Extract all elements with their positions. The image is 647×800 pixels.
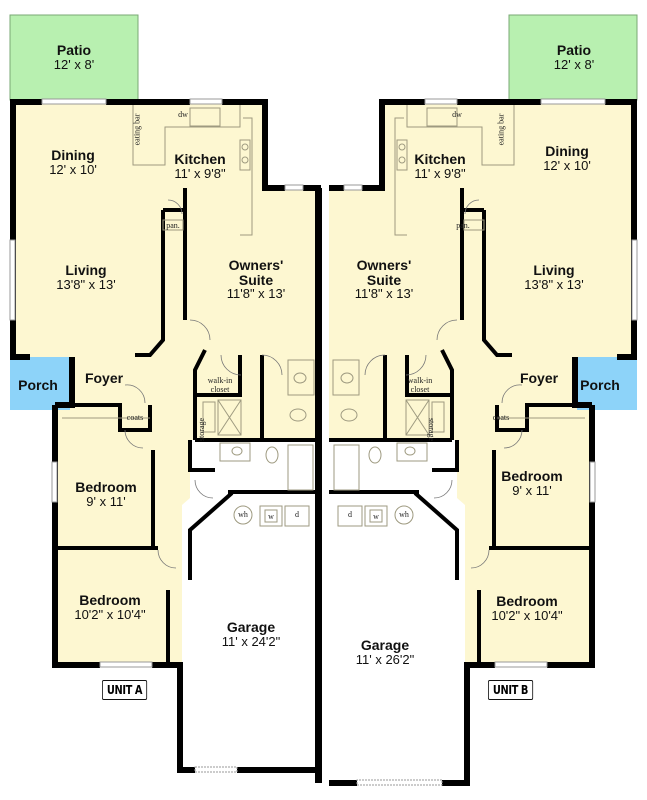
dw-a-label: dw — [178, 110, 188, 119]
pantry-a-label: pan. — [166, 221, 180, 230]
unit-b-plan — [329, 14, 638, 786]
coats-b-label: coats — [492, 413, 510, 422]
pantry-b-label: pan. — [456, 221, 470, 230]
coats-a-label: coats — [126, 413, 144, 422]
washer-b-label: w — [373, 512, 379, 521]
water-heater-a-label: wh — [238, 510, 248, 519]
patio-a — [9, 14, 139, 101]
porch-b-label: Porch — [580, 377, 620, 393]
porch-a-label: Porch — [18, 377, 58, 393]
unit-a-tag: UNIT A — [102, 680, 148, 700]
dryer-b-label: d — [348, 510, 352, 519]
unit-a-plan — [9, 14, 321, 783]
foyer-b-label: Foyer — [519, 370, 559, 386]
party-wall — [315, 188, 322, 783]
water-heater-b-label: wh — [399, 510, 409, 519]
eating-bar-b-label: eating bar — [496, 113, 506, 146]
storage-b-label: storage — [427, 417, 437, 442]
unit-b-tag: UNIT B — [488, 680, 533, 700]
foyer-a-label: Foyer — [84, 370, 124, 386]
unit-a-interior — [10, 100, 318, 665]
washer-a-label: w — [268, 512, 274, 521]
storage-a-label: storage — [197, 417, 207, 442]
porch-a — [10, 357, 70, 410]
dryer-a-label: d — [295, 510, 299, 519]
dw-b-label: dw — [452, 110, 462, 119]
eating-bar-a-label: eating bar — [132, 113, 142, 146]
garage-a — [183, 493, 318, 770]
